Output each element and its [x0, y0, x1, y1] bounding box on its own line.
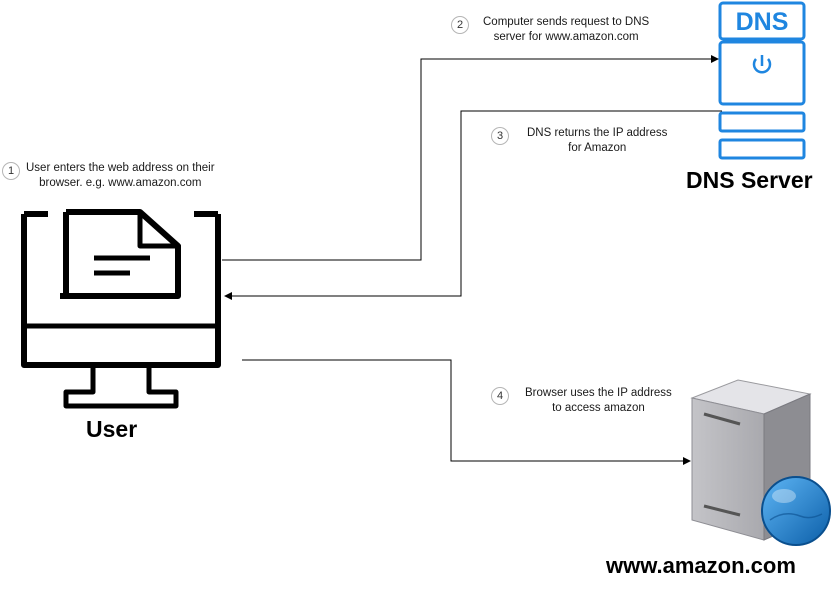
step-1-annotation: 1 User enters the web address on their b… — [2, 161, 215, 191]
step-text-line: Computer sends request to DNS — [483, 16, 650, 28]
step-text: User enters the web address on their bro… — [26, 161, 215, 191]
user-label: User — [86, 416, 138, 442]
step-number-badge: 4 — [491, 387, 509, 405]
computer-monitor-icon — [21, 209, 221, 409]
step-text-line: Browser uses the IP address — [525, 387, 672, 399]
step-number-badge: 3 — [491, 127, 509, 145]
connector-browser-to-amazon — [242, 359, 691, 465]
step-text-line: DNS returns the IP address — [527, 127, 668, 139]
step-text-line: for Amazon — [568, 142, 627, 154]
step-text: Computer sends request to DNS server for… — [483, 15, 649, 45]
step-text: Browser uses the IP address to access am… — [525, 386, 672, 416]
step-number-badge: 2 — [451, 16, 469, 34]
dns-server-label: DNS Server — [686, 167, 813, 193]
web-server-label: www.amazon.com — [606, 553, 796, 578]
step-text-line: browser. e.g. www.amazon.com — [39, 177, 202, 189]
step-number-badge: 1 — [2, 162, 20, 180]
step-3-annotation: 3 DNS returns the IP address for Amazon — [491, 126, 667, 156]
connector-request-to-dns — [222, 55, 719, 261]
dns-icon-text: DNS — [736, 8, 789, 36]
globe-icon — [761, 476, 831, 546]
step-text-line: User enters the web address on their — [26, 162, 215, 174]
step-text-line: to access amazon — [552, 402, 645, 414]
step-text-line: server for www.amazon.com — [493, 31, 639, 43]
connector-dns-response — [224, 110, 722, 300]
step-text: DNS returns the IP address for Amazon — [527, 126, 667, 156]
dns-server-icon — [718, 1, 806, 160]
step-2-annotation: 2 Computer sends request to DNS server f… — [451, 15, 649, 45]
step-4-annotation: 4 Browser uses the IP address to access … — [491, 386, 672, 416]
